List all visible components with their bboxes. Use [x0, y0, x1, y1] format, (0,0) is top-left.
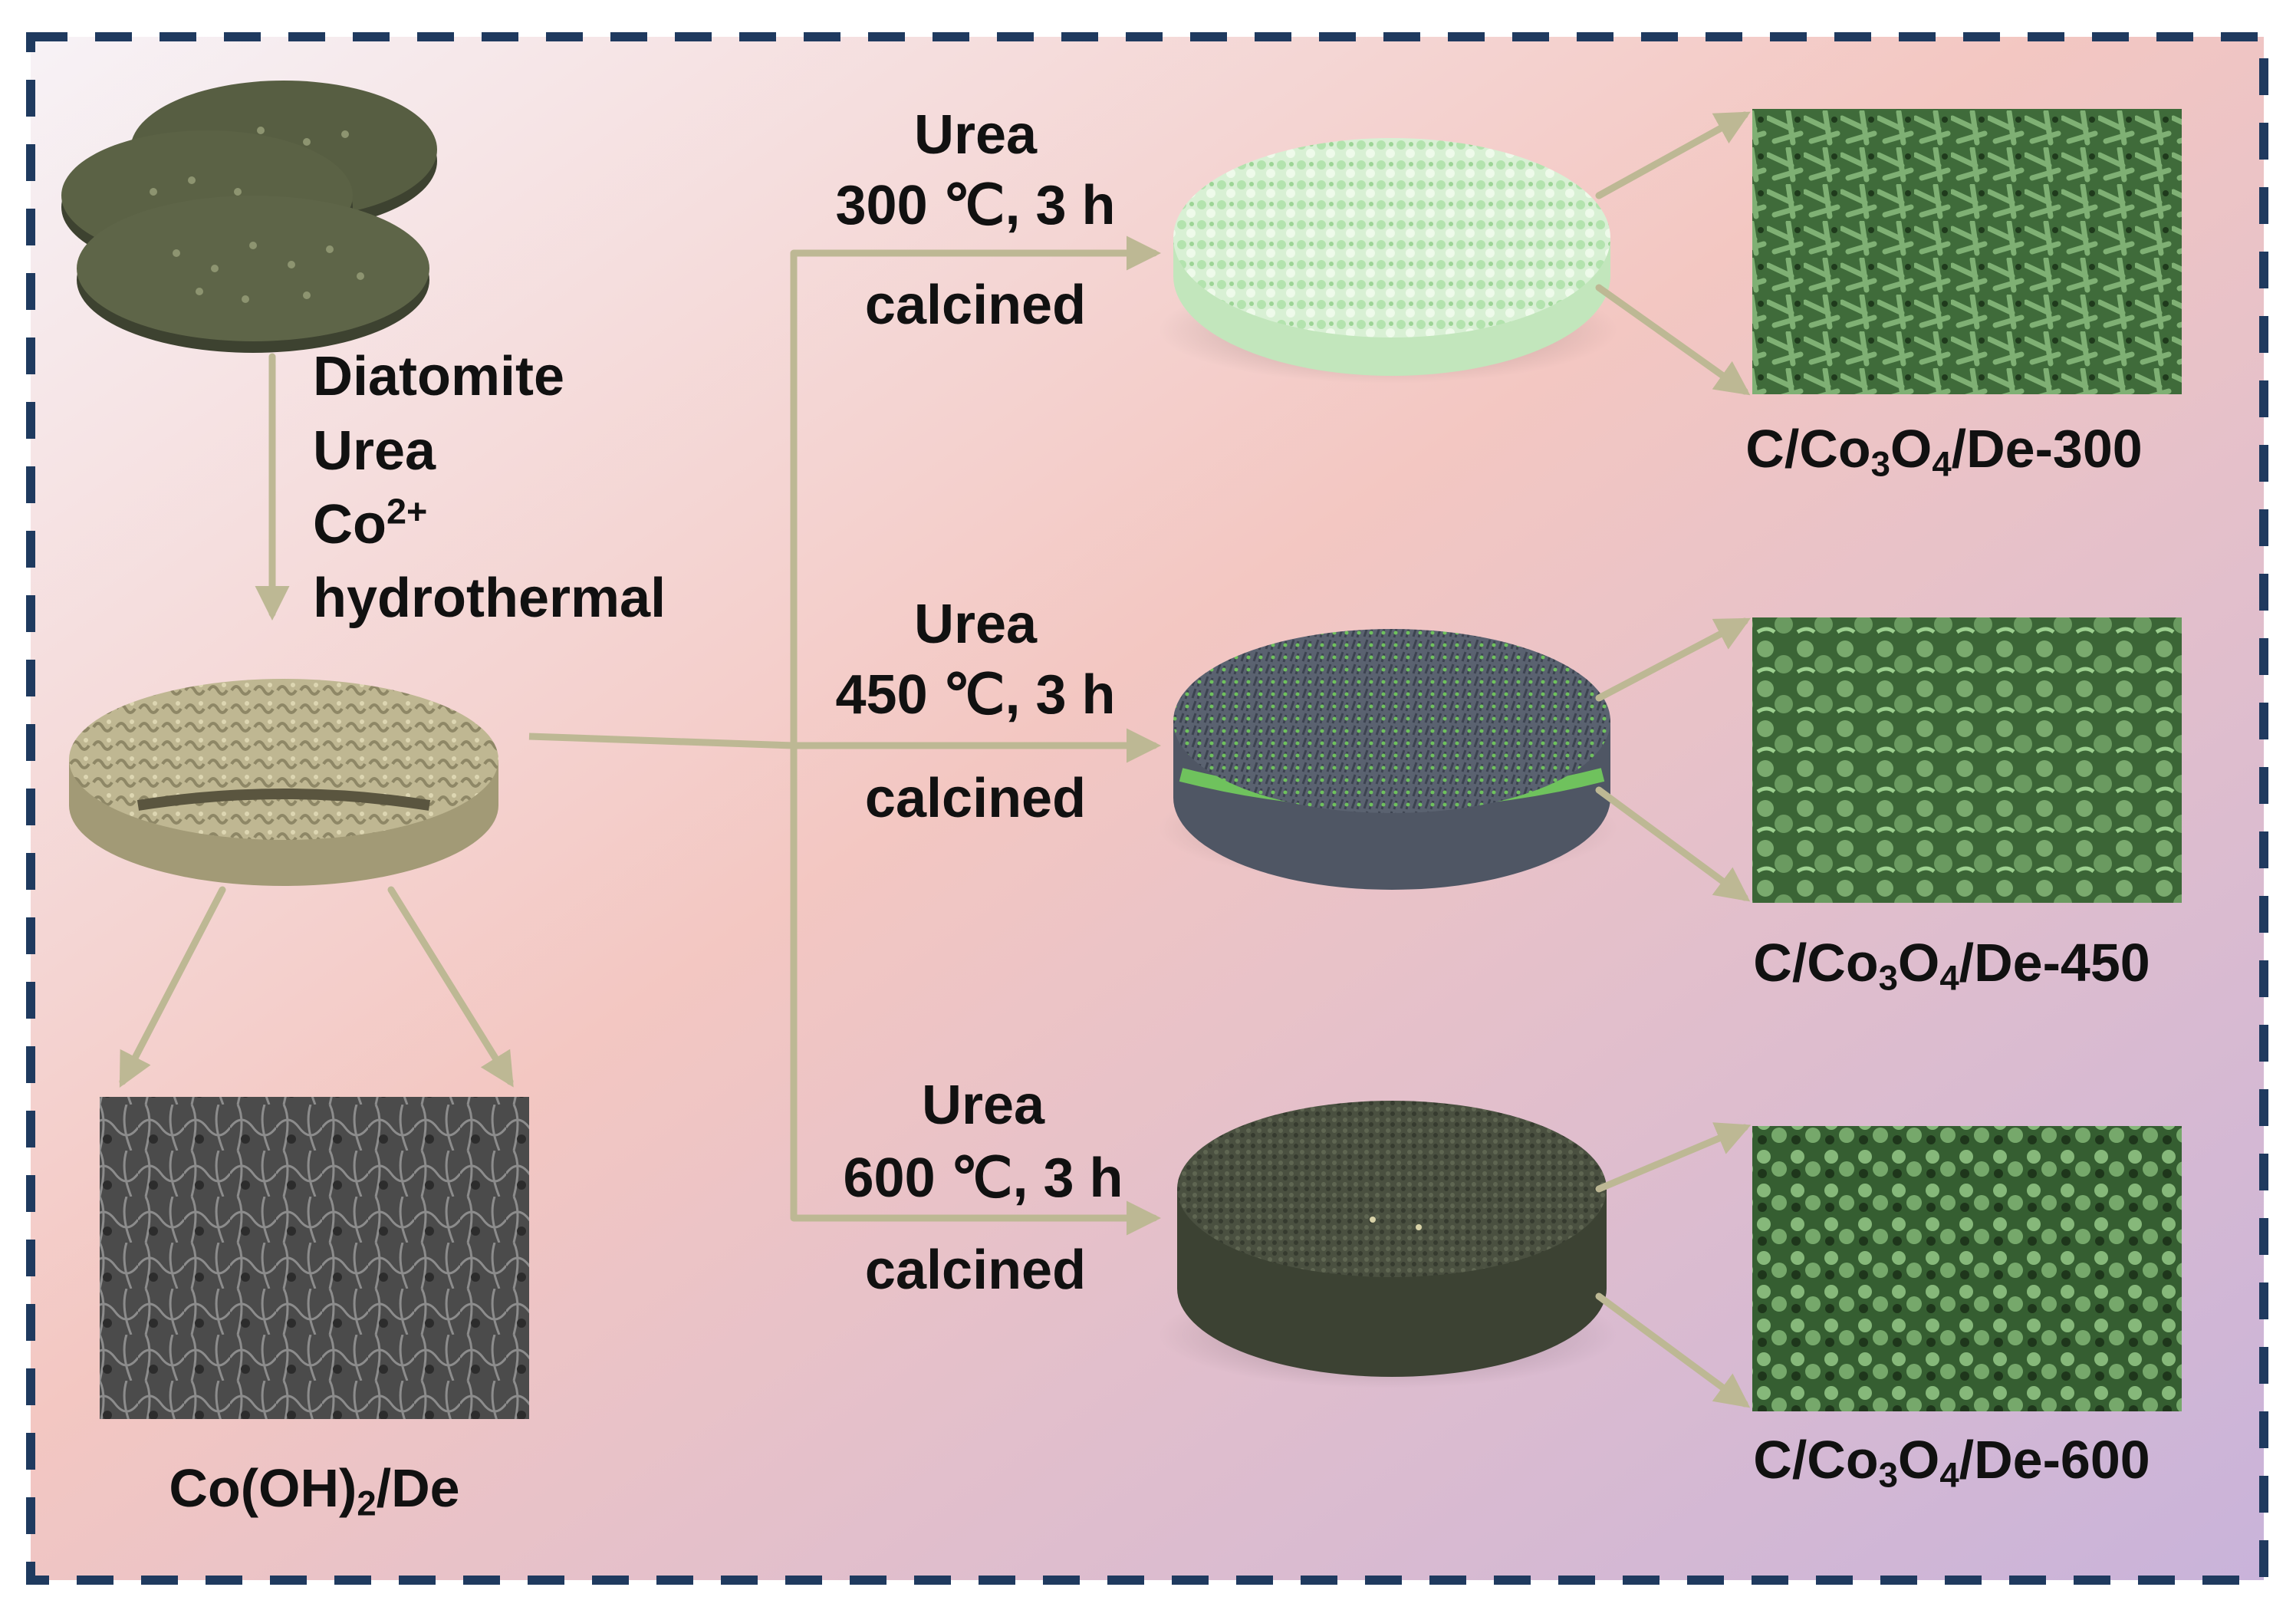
arrow-600-lower [1595, 1292, 1751, 1408]
product-disc-600-illustration [1158, 1101, 1618, 1388]
product-450-sub2: 4 [1939, 958, 1959, 998]
precursor-label-hydrothermal: hydrothermal [313, 568, 666, 629]
arrow-to-sem-right [387, 886, 514, 1088]
route-300-condition: 300 ℃, 3 h [835, 175, 1116, 236]
product-label-300: C/Co3O4/De-300 [1745, 419, 2143, 482]
product-450-sub1: 3 [1878, 958, 1898, 998]
product-450-prefix: C/Co [1753, 933, 1879, 993]
product-300-mid: O [1890, 419, 1933, 479]
product-600-mid: O [1897, 1430, 1940, 1490]
route-300-reagent: Urea [913, 104, 1038, 166]
route-450-condition: 450 ℃, 3 h [835, 664, 1116, 726]
arrow-to-sem-left [119, 886, 226, 1088]
arrow-300-upper [1595, 111, 1751, 199]
arrow-450-upper [1595, 617, 1751, 702]
start-formula-prefix: Co(OH) [169, 1458, 357, 1518]
sem-image-co-oh2 [100, 1097, 529, 1419]
product-450-mid: O [1897, 933, 1940, 993]
precursor-label-cobalt: Co2+ [313, 493, 427, 555]
route-600-condition: 600 ℃, 3 h [843, 1148, 1123, 1209]
starting-product-label: Co(OH)2/De [169, 1458, 460, 1521]
sem-image-450 [1752, 617, 2182, 903]
arrow-600-upper [1595, 1122, 1752, 1193]
product-300-sub2: 4 [1932, 444, 1952, 484]
arrow-450-lower [1595, 786, 1751, 902]
product-600-prefix: C/Co [1753, 1430, 1879, 1490]
route-450-process: calcined [864, 768, 1087, 829]
product-600-sub2: 4 [1939, 1455, 1959, 1495]
precursor-label-diatomite: Diatomite [313, 346, 565, 407]
product-label-600: C/Co3O4/De-600 [1753, 1430, 2150, 1493]
product-600-suffix: /De-600 [1959, 1430, 2150, 1490]
product-label-450: C/Co3O4/De-450 [1753, 936, 2150, 996]
cobalt-symbol: Co [313, 494, 387, 555]
sem-image-300 [1752, 109, 2182, 394]
co-oh2-disc-illustration [69, 679, 498, 886]
dashed-frame [26, 32, 2268, 1585]
product-300-suffix: /De-300 [1951, 419, 2143, 479]
start-formula-suffix: /De [376, 1458, 460, 1518]
product-600-sub1: 3 [1878, 1455, 1898, 1495]
arrow-300-lower [1595, 284, 1751, 396]
start-formula-subscript: 2 [357, 1483, 377, 1523]
product-disc-300-illustration [1158, 138, 1618, 384]
route-300-process: calcined [864, 275, 1087, 336]
diatomite-discs-illustration [61, 81, 437, 353]
cobalt-charge: 2+ [386, 491, 428, 532]
branch-feed-line [528, 733, 794, 749]
product-disc-450-illustration [1158, 629, 1618, 890]
product-300-sub1: 3 [1870, 444, 1890, 484]
sem-image-600 [1752, 1126, 2182, 1411]
route-600-reagent: Urea [921, 1075, 1045, 1136]
precursor-label-urea: Urea [313, 420, 436, 482]
product-450-suffix: /De-450 [1959, 933, 2150, 993]
product-300-prefix: C/Co [1745, 419, 1871, 479]
route-600-process: calcined [864, 1240, 1087, 1301]
route-450-reagent: Urea [913, 594, 1038, 655]
